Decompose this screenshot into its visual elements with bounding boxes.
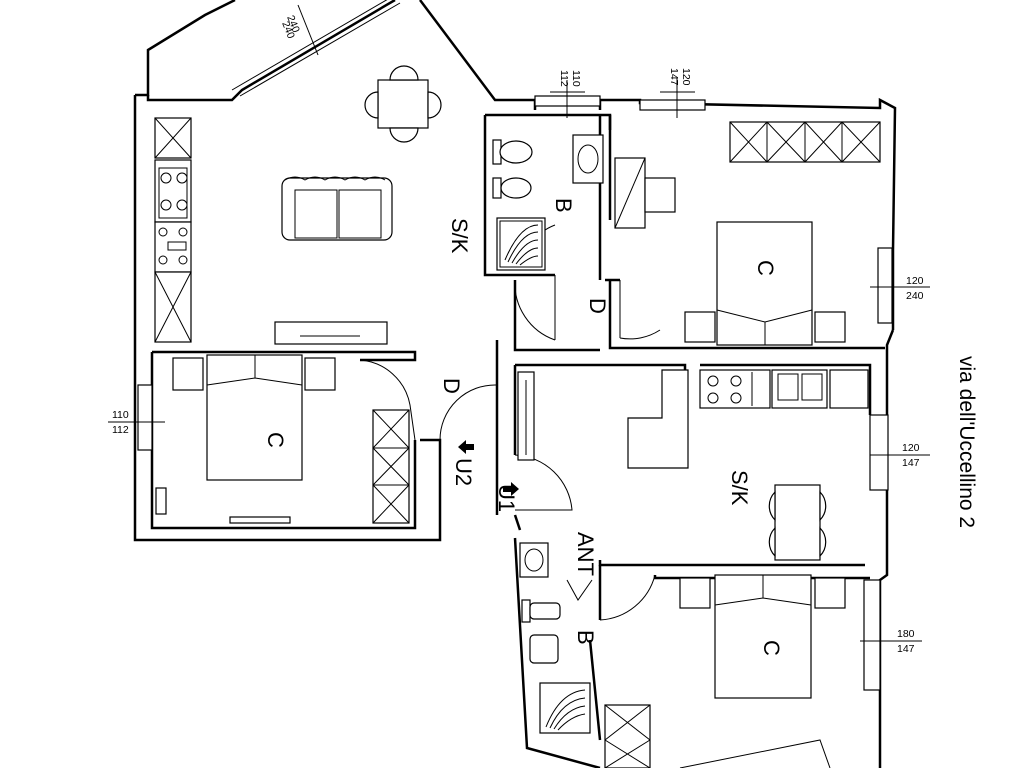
bedroom-bottom-right [604, 574, 846, 768]
kitchen-left [154, 117, 388, 345]
street-address: via dell'Uccellino 2 [955, 356, 978, 528]
bedroom-top-right [614, 121, 881, 346]
dimension-labels: 240 240 110 112 120 147 120 240 110 112 … [112, 14, 924, 655]
room-label-unit-2: U2 [451, 458, 476, 486]
dim-right-bottom-b: 147 [897, 643, 915, 655]
dim-top-bed-a: 120 [680, 68, 692, 86]
table-icon [364, 65, 442, 143]
sink-icon [771, 369, 828, 409]
dim-top-bath-a: 110 [570, 70, 582, 87]
shower-icon [496, 217, 546, 271]
sink-icon [519, 542, 549, 578]
room-label-ante: ANT [573, 532, 598, 576]
wardrobe-icon [372, 409, 410, 524]
toilet-icon [521, 599, 561, 664]
dim-right-bottom-a: 180 [897, 628, 915, 640]
room-label-living-right: S/K [727, 470, 752, 506]
stove-icon [699, 369, 771, 409]
sink-icon [572, 134, 604, 184]
room-label-bath-bottom: B [573, 630, 598, 645]
sofa-icon [281, 176, 393, 241]
door-swing-icon [359, 359, 416, 441]
dim-right-top-a: 120 [906, 275, 924, 287]
dim-left-b: 112 [112, 424, 129, 436]
dim-top-bed-b: 147 [668, 68, 680, 86]
room-label-unit-1: U1 [494, 484, 519, 512]
entrance-arrow-icon [458, 440, 474, 454]
room-label-bed-left: C [263, 432, 288, 448]
shower-icon [539, 682, 591, 734]
door-swing-icon [514, 454, 573, 511]
kitchen-right [517, 369, 869, 561]
dimension-lines [108, 4, 930, 642]
bed-icon [172, 354, 336, 481]
toilet-icon [492, 139, 533, 199]
bath-top [492, 134, 604, 271]
dim-left-a: 110 [112, 409, 129, 421]
wardrobe-icon [729, 121, 881, 163]
bath-bottom [519, 542, 593, 734]
dim-top-bath-b: 112 [558, 70, 570, 87]
room-label-bed-bottom-right: C [759, 640, 784, 656]
room-label-hall-left: D [439, 378, 464, 394]
door-swing-icon [439, 384, 498, 441]
door-swing-icon [599, 574, 656, 621]
room-label-bath-top: B [551, 198, 576, 213]
door-swing-icon [619, 280, 661, 340]
room-labels: S/K B D C C D U2 U1 S/K ANT B C [263, 198, 784, 656]
stove-icon [158, 167, 188, 219]
entrance-arrow-icon [503, 482, 519, 496]
room-label-living-top: S/K [447, 218, 472, 254]
room-label-hall-top: D [585, 298, 610, 314]
bed-icon [684, 221, 846, 346]
dim-right-mid-b: 147 [902, 457, 920, 469]
table-icon [768, 484, 827, 561]
dim-right-top-b: 240 [906, 290, 924, 302]
bed-icon [679, 574, 846, 699]
wardrobe-icon [604, 704, 651, 768]
room-label-bed-top-right: C [753, 260, 778, 276]
dim-right-mid-a: 120 [902, 442, 920, 454]
door-swing-icon [514, 275, 556, 341]
bedroom-left [155, 354, 410, 524]
